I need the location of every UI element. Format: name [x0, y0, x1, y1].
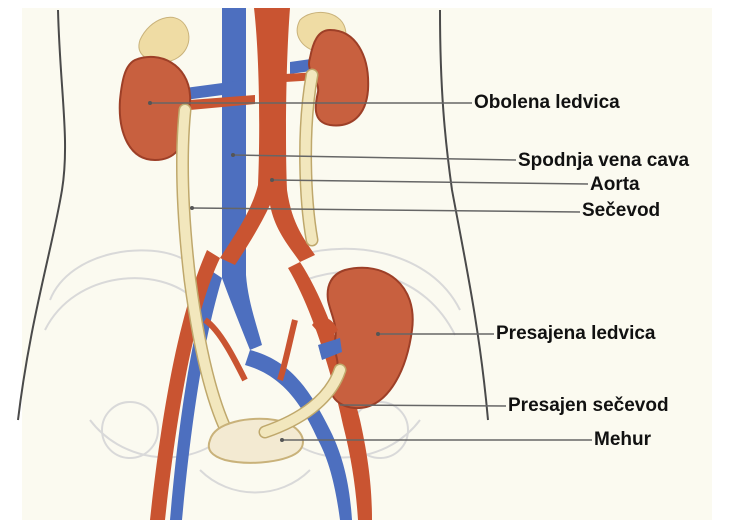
label-secevod: Sečevod	[582, 201, 660, 220]
label-aorta: Aorta	[590, 175, 640, 194]
leader-presajen-secevod	[340, 405, 506, 406]
label-presajena-ledvica: Presajena ledvica	[496, 324, 656, 343]
label-spodnja-vena-cava: Spodnja vena cava	[518, 151, 689, 170]
label-presajen-secevod: Presajen sečevod	[508, 396, 669, 415]
label-obolena-ledvica: Obolena ledvica	[474, 93, 620, 112]
label-mehur: Mehur	[594, 430, 651, 449]
